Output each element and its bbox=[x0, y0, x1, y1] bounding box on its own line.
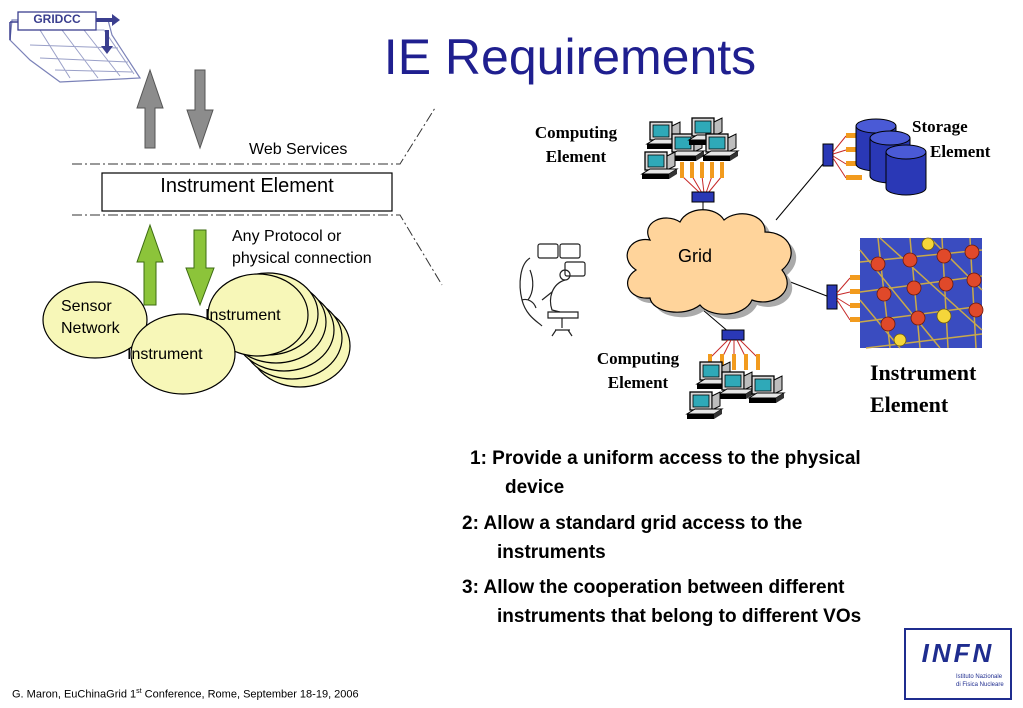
sensor-network-label-line2: Network bbox=[61, 320, 120, 337]
instrument-stack bbox=[207, 272, 351, 388]
instrument-label: Instrument bbox=[127, 346, 203, 363]
sensor-network-ellipse bbox=[42, 281, 148, 359]
footer-text-after: Conference, Rome, September 18-19, 2006 bbox=[141, 688, 359, 701]
requirement-3-line1: 3: Allow the cooperation between differe… bbox=[462, 577, 845, 598]
instrument-element-box-label: Instrument Element bbox=[160, 175, 334, 197]
requirement-1-line1: 1: Provide a uniform access to the physi… bbox=[470, 448, 861, 469]
computing-element-top-icon bbox=[641, 117, 739, 203]
any-protocol-line1: Any Protocol or bbox=[232, 228, 342, 245]
green-down-arrow bbox=[185, 229, 215, 307]
sensor-network-label-line1: Sensor bbox=[61, 298, 112, 315]
instrument-element-icon bbox=[826, 237, 984, 349]
requirement-2-line1: 2: Allow a standard grid access to the bbox=[462, 513, 803, 534]
grid-cloud bbox=[626, 209, 797, 320]
footer-superscript: st bbox=[136, 688, 142, 695]
infn-logo-subtitle1: Istituto Nazionale bbox=[956, 674, 1003, 680]
requirement-1: 1: Provide a uniform access to the physi… bbox=[470, 444, 861, 502]
computing-element-bottom-line2: Element bbox=[607, 373, 669, 392]
protocol-boundary-lines bbox=[72, 107, 443, 286]
instrument-element-label: Instrument Element bbox=[870, 357, 976, 421]
requirement-1-line2: device bbox=[505, 477, 565, 498]
grid-label: Grid bbox=[678, 246, 713, 266]
infn-logo-text: INFN bbox=[921, 638, 995, 668]
gridcc-logo bbox=[9, 11, 142, 83]
storage-element-line1: Storage bbox=[912, 117, 968, 136]
instrument-element-line1: Instrument bbox=[870, 360, 977, 385]
computing-element-bottom-icon bbox=[686, 329, 785, 420]
gray-down-arrow bbox=[186, 69, 214, 150]
storage-element-icon bbox=[822, 118, 927, 196]
requirement-2-line2: instruments bbox=[497, 542, 606, 563]
computing-element-bottom-line1: Computing bbox=[596, 349, 680, 368]
infn-logo-subtitle2: di Fisica Nucleare bbox=[956, 682, 1004, 688]
web-services-label: Web Services bbox=[249, 141, 348, 158]
computing-element-bottom-label: Computing Element bbox=[583, 347, 693, 395]
instrument-stack-label: Instrument bbox=[205, 307, 281, 324]
requirement-2: 2: Allow a standard grid access to the i… bbox=[462, 509, 802, 567]
any-protocol-line2: physical connection bbox=[232, 250, 372, 267]
green-up-arrow bbox=[136, 223, 164, 306]
instrument-element-box bbox=[101, 172, 393, 212]
storage-element-line2: Element bbox=[930, 142, 991, 161]
computing-element-top-line1: Computing bbox=[534, 123, 618, 142]
gray-up-arrow bbox=[136, 68, 164, 149]
requirement-3: 3: Allow the cooperation between differe… bbox=[462, 573, 861, 631]
gridcc-logo-text: GRIDCC bbox=[33, 12, 81, 26]
user-workstation-icon bbox=[519, 243, 586, 337]
slide-title: IE Requirements bbox=[383, 29, 757, 85]
computing-element-top-line2: Element bbox=[545, 147, 607, 166]
footer-text-before: G. Maron, EuChinaGrid 1 bbox=[12, 688, 137, 701]
instrument-element-line2: Element bbox=[870, 392, 949, 417]
footer: G. Maron, EuChinaGrid 1st Conference, Ro… bbox=[12, 688, 359, 701]
infn-logo: INFN Istituto Nazionale di Fisica Nuclea… bbox=[904, 628, 1012, 700]
instrument-ellipse bbox=[130, 313, 236, 395]
requirement-3-line2: instruments that belong to different VOs bbox=[497, 606, 862, 627]
computing-element-top-label: Computing Element bbox=[521, 121, 631, 169]
